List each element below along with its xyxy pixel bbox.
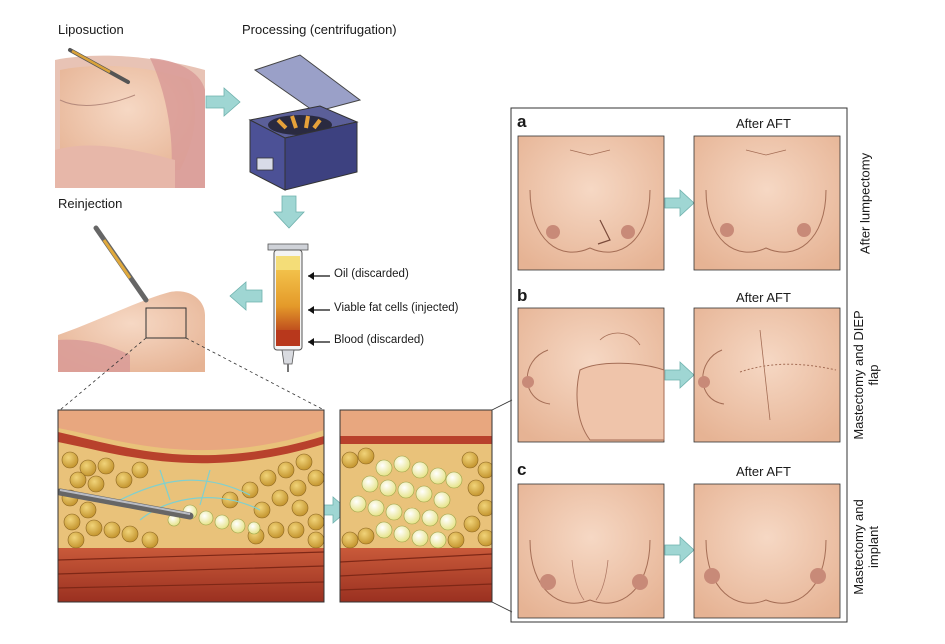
panel-a-before-image — [517, 135, 665, 271]
reinjection-label: Reinjection — [58, 196, 123, 211]
arrow-panel-a — [664, 189, 695, 217]
tissue-crosssection-injection — [58, 410, 324, 602]
panel-b-caption: Mastectomy and DIEP flap — [851, 310, 881, 440]
reinjection-illustration — [58, 225, 325, 411]
panel-c-after-image — [693, 483, 841, 619]
panel-c-before-image — [517, 483, 665, 619]
processing-label: Processing (centrifugation) — [242, 22, 397, 37]
tissue-crosssection-result — [340, 410, 492, 602]
arrow-syringe-to-reinject — [229, 281, 263, 311]
oil-label: Oil (discarded) — [334, 268, 409, 280]
arrow-panel-b — [664, 361, 695, 389]
panel-a-letter: a — [517, 112, 527, 131]
arrow-lipo-to-process — [205, 87, 241, 117]
zoom-frame-1 — [57, 409, 325, 603]
blood-label: Blood (discarded) — [334, 334, 425, 346]
liposuction-illustration — [55, 48, 205, 189]
panel-c-after-label: After AFT — [736, 464, 791, 479]
results-frame — [510, 107, 848, 623]
arrow-process-to-syringe — [273, 195, 305, 229]
panel-c-letter: c — [517, 460, 527, 479]
centrifuge-illustration — [248, 54, 362, 191]
zoom-frame-2 — [339, 409, 493, 603]
separated-syringe-illustration — [267, 243, 330, 372]
liposuction-label: Liposuction — [58, 22, 124, 37]
panel-b-after-image — [693, 307, 841, 443]
fat-label: Viable fat cells (injected) — [334, 302, 459, 314]
panel-a-after-label: After AFT — [736, 116, 791, 131]
panel-c-caption: Mastectomy and implant — [851, 499, 881, 595]
panel-b-before-image — [517, 307, 665, 443]
arrow-panel-c — [664, 536, 695, 564]
panel-a-caption: After lumpectomy — [857, 152, 873, 255]
panel-b-after-label: After AFT — [736, 290, 791, 305]
panel-b-letter: b — [517, 286, 528, 305]
panel-a-after-image — [693, 135, 841, 271]
